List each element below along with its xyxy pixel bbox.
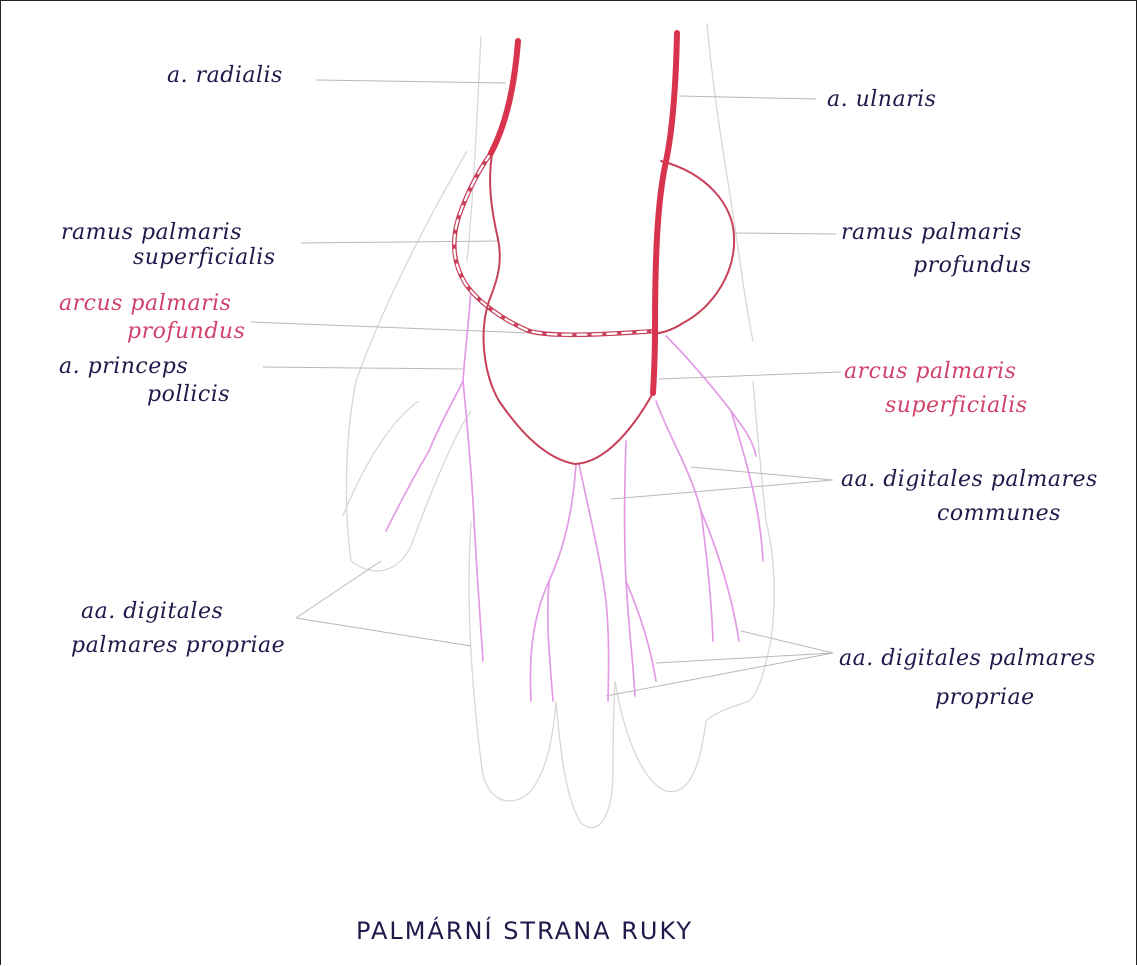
leader-ulnaris <box>679 96 816 99</box>
a-ulnaris-vessel <box>653 33 677 393</box>
leader-communes-2 <box>611 480 833 499</box>
label-dig-propriae-left-line1: aa. digitales <box>81 599 223 625</box>
label-ramus-sup-line2: superficialis <box>133 245 276 271</box>
label-dig-propriae-left-line2: palmares propriae <box>71 633 285 659</box>
arcus-superficialis-vessel <box>484 149 735 464</box>
label-dig-communes-line1: aa. digitales palmares <box>841 467 1098 493</box>
leader-ramus-profundus <box>734 233 836 234</box>
label-dig-propriae-right-line1: aa. digitales palmares <box>839 646 1096 672</box>
label-ramus-prof-line2: profundus <box>913 253 1031 279</box>
label-a-radialis: a. radialis <box>167 63 283 89</box>
label-arcus-sup-line2: superficialis <box>885 393 1028 419</box>
leader-lines <box>251 80 841 696</box>
leader-propriae-left-2 <box>296 618 471 646</box>
label-princeps-line1: a. princeps <box>59 354 188 380</box>
label-princeps-line2: pollicis <box>147 382 230 408</box>
hand-outline <box>343 23 774 828</box>
label-ramus-sup-line1: ramus palmaris <box>61 220 242 246</box>
label-arcus-sup-line1: arcus palmaris <box>844 359 1016 385</box>
drawing-title: PALMÁRNÍ STRANA RUKY <box>356 917 693 945</box>
label-arcus-prof-line1: arcus palmaris <box>59 291 231 317</box>
main-arteries <box>491 33 677 393</box>
label-arcus-prof-line2: profundus <box>127 319 245 345</box>
label-a-ulnaris: a. ulnaris <box>827 87 936 113</box>
leader-princeps <box>263 367 463 369</box>
a-radialis-vessel <box>491 41 518 153</box>
label-dig-communes-line2: communes <box>937 501 1061 527</box>
digital-arteries <box>386 289 763 701</box>
label-dig-propriae-right-line2: propriae <box>935 685 1035 711</box>
label-ramus-prof-line1: ramus palmaris <box>841 220 1022 246</box>
leader-arcus-superficialis <box>659 372 841 379</box>
leader-propriae-left-1 <box>296 561 381 618</box>
leader-propriae-right-1 <box>741 631 833 653</box>
arcus-profundus-vessel <box>454 153 656 335</box>
leader-radialis <box>316 80 506 83</box>
